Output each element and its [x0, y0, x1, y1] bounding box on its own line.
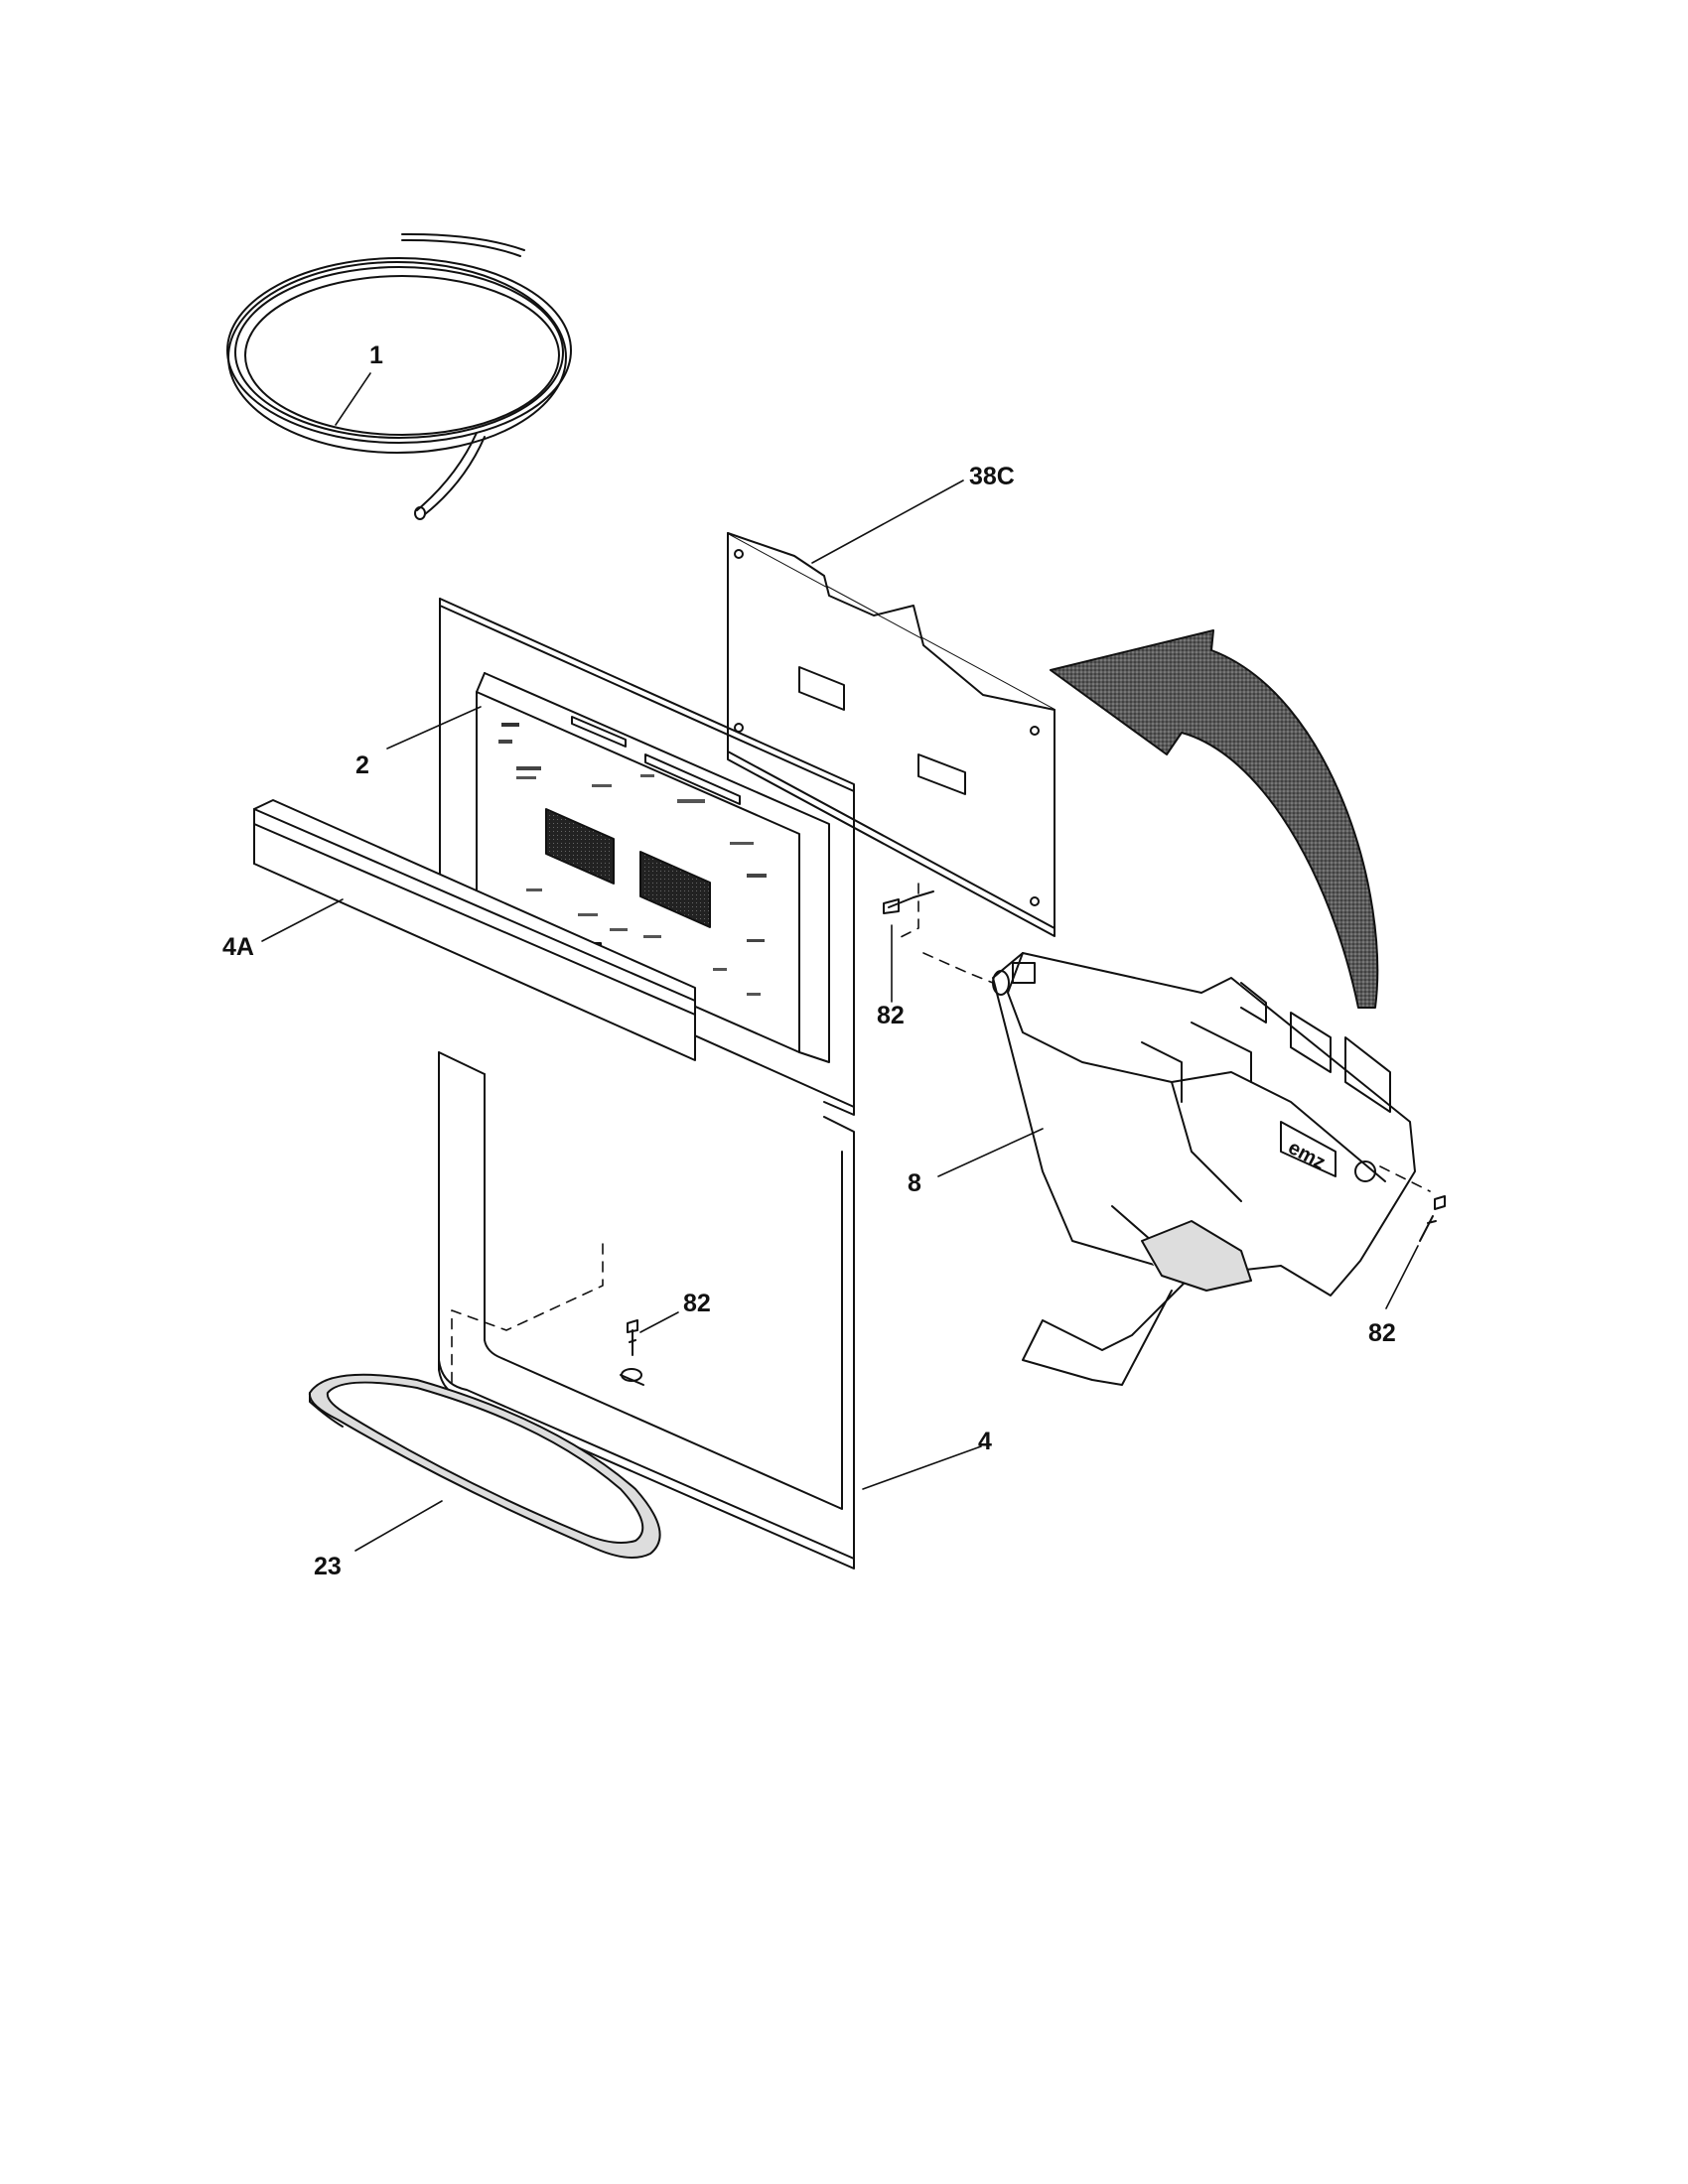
- tubing-coil: [226, 232, 572, 520]
- callout-4a: 4A: [222, 933, 254, 961]
- callout-23: 23: [314, 1553, 342, 1580]
- callouts: 1 38C 2 4A 82 8 82 82 4 23: [222, 341, 1396, 1580]
- callout-82-upper: 82: [877, 1002, 905, 1029]
- callout-1: 1: [369, 341, 383, 369]
- screw-right: [1419, 1195, 1446, 1242]
- callout-4: 4: [978, 1428, 992, 1455]
- callout-8: 8: [908, 1169, 921, 1197]
- callout-82-mid: 82: [683, 1290, 711, 1317]
- overlay-print: [498, 723, 767, 996]
- upper-bezel: [439, 598, 855, 1116]
- callout-2: 2: [355, 751, 369, 779]
- leader-lines: [261, 372, 1419, 1552]
- assembly-dashes: [451, 883, 1431, 1391]
- callout-82-right: 82: [1368, 1319, 1396, 1347]
- drip-tray: [308, 1373, 661, 1559]
- screw-upper: [883, 890, 934, 914]
- relocation-arrow: [1050, 629, 1379, 1009]
- control-board: [727, 532, 1055, 937]
- trim-strip: [253, 799, 696, 1061]
- screw-lower-mid: [627, 1319, 638, 1356]
- callout-38c: 38C: [969, 463, 1015, 490]
- dispenser-actuator: [992, 952, 1416, 1386]
